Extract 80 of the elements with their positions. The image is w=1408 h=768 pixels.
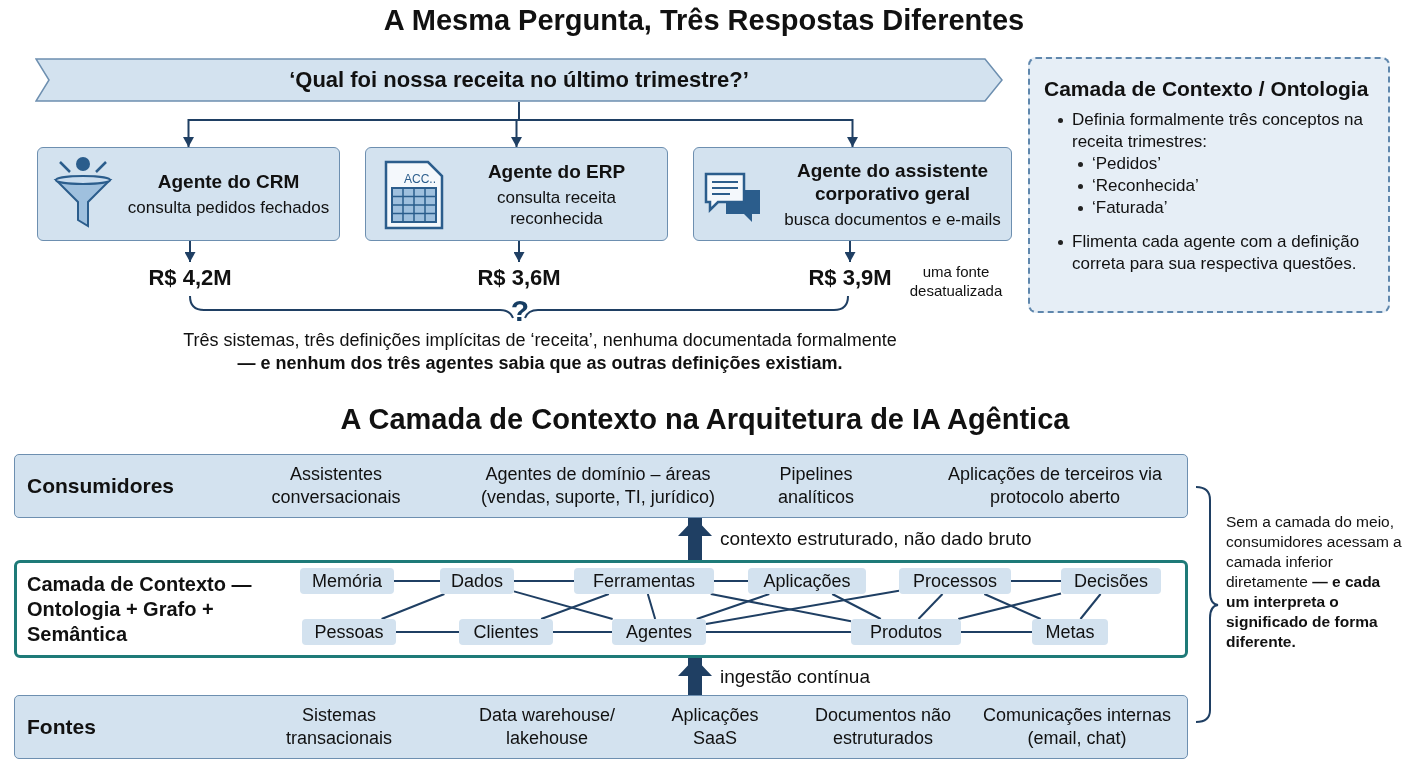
bullet-text: Definia formalmente três conceptos na receita trimestres:	[1072, 109, 1365, 153]
layer-title: Fontes	[27, 715, 96, 739]
arrow	[518, 101, 858, 148]
concept-chip: Agentes	[612, 619, 706, 645]
connector-line	[540, 593, 610, 620]
connector-line	[513, 580, 575, 582]
question-banner	[35, 58, 1003, 102]
layer-item: Assistentes conversacionais	[270, 463, 402, 509]
connector-line	[646, 593, 657, 620]
agent-box	[365, 147, 668, 241]
connector-line	[713, 580, 749, 582]
value-text: R$ 4,2M	[147, 264, 233, 292]
arrow	[513, 240, 525, 263]
connector-line	[709, 593, 852, 623]
agent-box	[37, 147, 340, 241]
value-text: R$ 3,9M	[807, 264, 893, 292]
note-text: uma fonte desatualizada	[908, 262, 1004, 300]
layer-title: Camada de Contexto — Ontologia + Grafo + Semântica	[27, 571, 253, 647]
connector-line	[395, 631, 460, 633]
connector-line	[1010, 580, 1062, 582]
statement-text: Três sistemas, três definições implícitas de ‘receita’, nenhuma documentada formalmente — e nenhum dos três agentes sabia que as outras definições existiam.	[182, 329, 898, 375]
layer-band	[14, 454, 1188, 518]
connector-line	[695, 593, 771, 620]
agent-description: consulta pedidos fechados	[127, 197, 330, 218]
layer-item: Comunicações internas (email, chat)	[981, 704, 1173, 750]
agent-description: busca documentos e e-mails	[784, 208, 1001, 230]
icon-caption: ACC..	[404, 172, 437, 186]
context-layer-box	[14, 560, 1188, 658]
concept-chip: Decisões	[1061, 568, 1161, 594]
connector-line	[1079, 593, 1102, 620]
definition-card	[1028, 57, 1390, 313]
concept-chip: Ferramentas	[574, 568, 714, 594]
question-mark: ?	[509, 294, 531, 328]
arrow	[184, 240, 196, 263]
card-heading: Camada de Contexto / Ontologia	[1044, 77, 1370, 101]
agent-title: Agente do assistente corporativo geral	[795, 158, 990, 205]
layer-item: Aplicações de terceiros via protocolo aberto	[946, 463, 1164, 509]
layer-band	[14, 695, 1188, 759]
agent-title: Agente do CRM	[157, 170, 300, 193]
concept-chip: Clientes	[459, 619, 553, 645]
connector-line	[513, 590, 614, 620]
bullet-text: Flimenta cada agente com a definição correta para sua respectiva questões.	[1072, 231, 1361, 275]
block-arrow	[678, 658, 712, 695]
connector-line	[917, 593, 944, 620]
side-note: Sem a camada do meio, consumidores acessam a camada inferior diretamente — e cada um interpreta o significado de forma diferente.	[1226, 512, 1403, 652]
layer-item: Pipelines analíticos	[776, 463, 855, 509]
bullet-text: ‘Reconhecida’	[1092, 175, 1200, 197]
concept-chip: Processos	[899, 568, 1011, 594]
value-text: R$ 3,6M	[476, 264, 562, 292]
layer-item: Agentes de domínio – áreas (vendas, suporte, TI, jurídico)	[480, 463, 716, 509]
block-arrow	[678, 518, 712, 560]
connector-line	[705, 589, 900, 625]
concept-chip: Dados	[440, 568, 514, 594]
agent-title: Agente do ERP	[487, 159, 626, 183]
title: A Mesma Pergunta, Três Respostas Diferentes	[382, 4, 1026, 37]
concept-chip: Produtos	[851, 619, 961, 645]
arrow	[844, 240, 856, 263]
layer-item: Data warehouse/ lakehouse	[477, 704, 617, 750]
agent-description: consulta receita reconhecida	[495, 186, 618, 229]
concept-chip: Pessoas	[302, 619, 396, 645]
connector-line	[960, 631, 1033, 633]
agent-box	[693, 147, 1012, 241]
concept-chip: Metas	[1032, 619, 1108, 645]
question-text: ‘Qual foi nossa receita no último trimestre?’	[289, 67, 749, 93]
bullet-text: ‘Pedidos’	[1092, 153, 1162, 175]
layer-item: Documentos não estruturados	[813, 704, 953, 750]
connector-line	[983, 593, 1042, 620]
layer-title: Consumidores	[27, 474, 175, 498]
connector-line	[957, 592, 1062, 620]
bullet-text: ‘Faturada’	[1092, 197, 1169, 219]
concept-chip: Aplicações	[748, 568, 866, 594]
concept-chip: Memória	[300, 568, 394, 594]
connector-line	[552, 631, 613, 633]
connector-line	[380, 593, 446, 620]
layer-item: Aplicações SaaS	[670, 704, 760, 750]
connector-line	[831, 593, 882, 620]
layer-item: Sistemas transacionais	[284, 704, 394, 750]
connector-line	[705, 631, 852, 633]
section-heading: A Camada de Contexto na Arquitetura de IA Agêntica	[339, 403, 1071, 436]
connector-line	[393, 580, 441, 582]
